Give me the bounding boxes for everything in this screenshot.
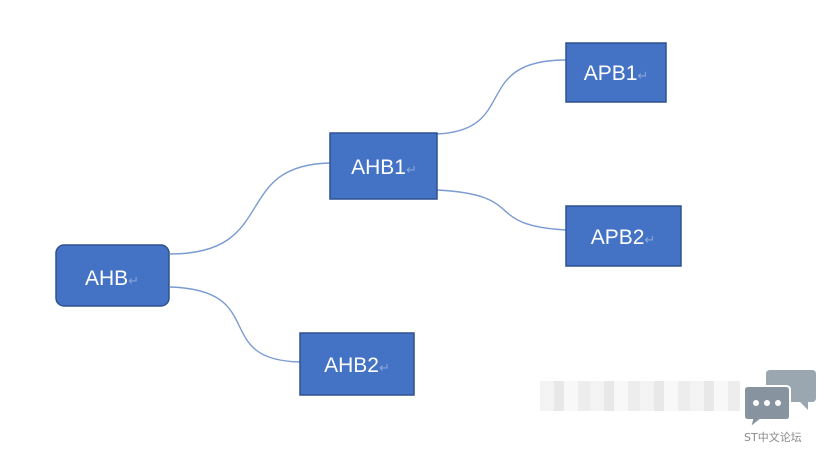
chat-bubbles-icon [743, 370, 816, 431]
connector-ahb-ahb2 [169, 286, 301, 363]
connector-ahb1-apb1 [436, 59, 567, 135]
svg-text:AHB1↵: AHB1↵ [351, 156, 417, 179]
svg-text:AHB↵: AHB↵ [85, 267, 139, 290]
node-ahb-label: AHB [85, 267, 128, 290]
node-apb1: APB1↵ [565, 42, 667, 103]
return-mark-icon: ↵ [637, 69, 648, 84]
svg-text:APB2↵: APB2↵ [591, 226, 656, 249]
return-mark-icon: ↵ [379, 361, 390, 376]
return-mark-icon: ↵ [128, 274, 139, 289]
blurred-region [540, 381, 740, 411]
svg-text:AHB2↵: AHB2↵ [324, 354, 390, 377]
node-apb1-label: APB1 [584, 62, 638, 85]
svg-text:APB1↵: APB1↵ [584, 62, 649, 85]
node-apb2: APB2↵ [565, 205, 682, 267]
node-ahb2-label: AHB2 [324, 354, 379, 377]
node-ahb1: AHB1↵ [329, 132, 438, 200]
connector-ahb1-apb2 [436, 189, 567, 231]
node-ahb: AHB↵ [55, 244, 170, 307]
watermark-text: ST中文论坛 [744, 431, 802, 444]
node-ahb1-label: AHB1 [351, 156, 406, 179]
return-mark-icon: ↵ [644, 233, 655, 248]
return-mark-icon: ↵ [406, 163, 417, 178]
connector-ahb-ahb1 [169, 162, 331, 255]
node-ahb2: AHB2↵ [299, 332, 415, 396]
node-apb2-label: APB2 [591, 226, 645, 249]
